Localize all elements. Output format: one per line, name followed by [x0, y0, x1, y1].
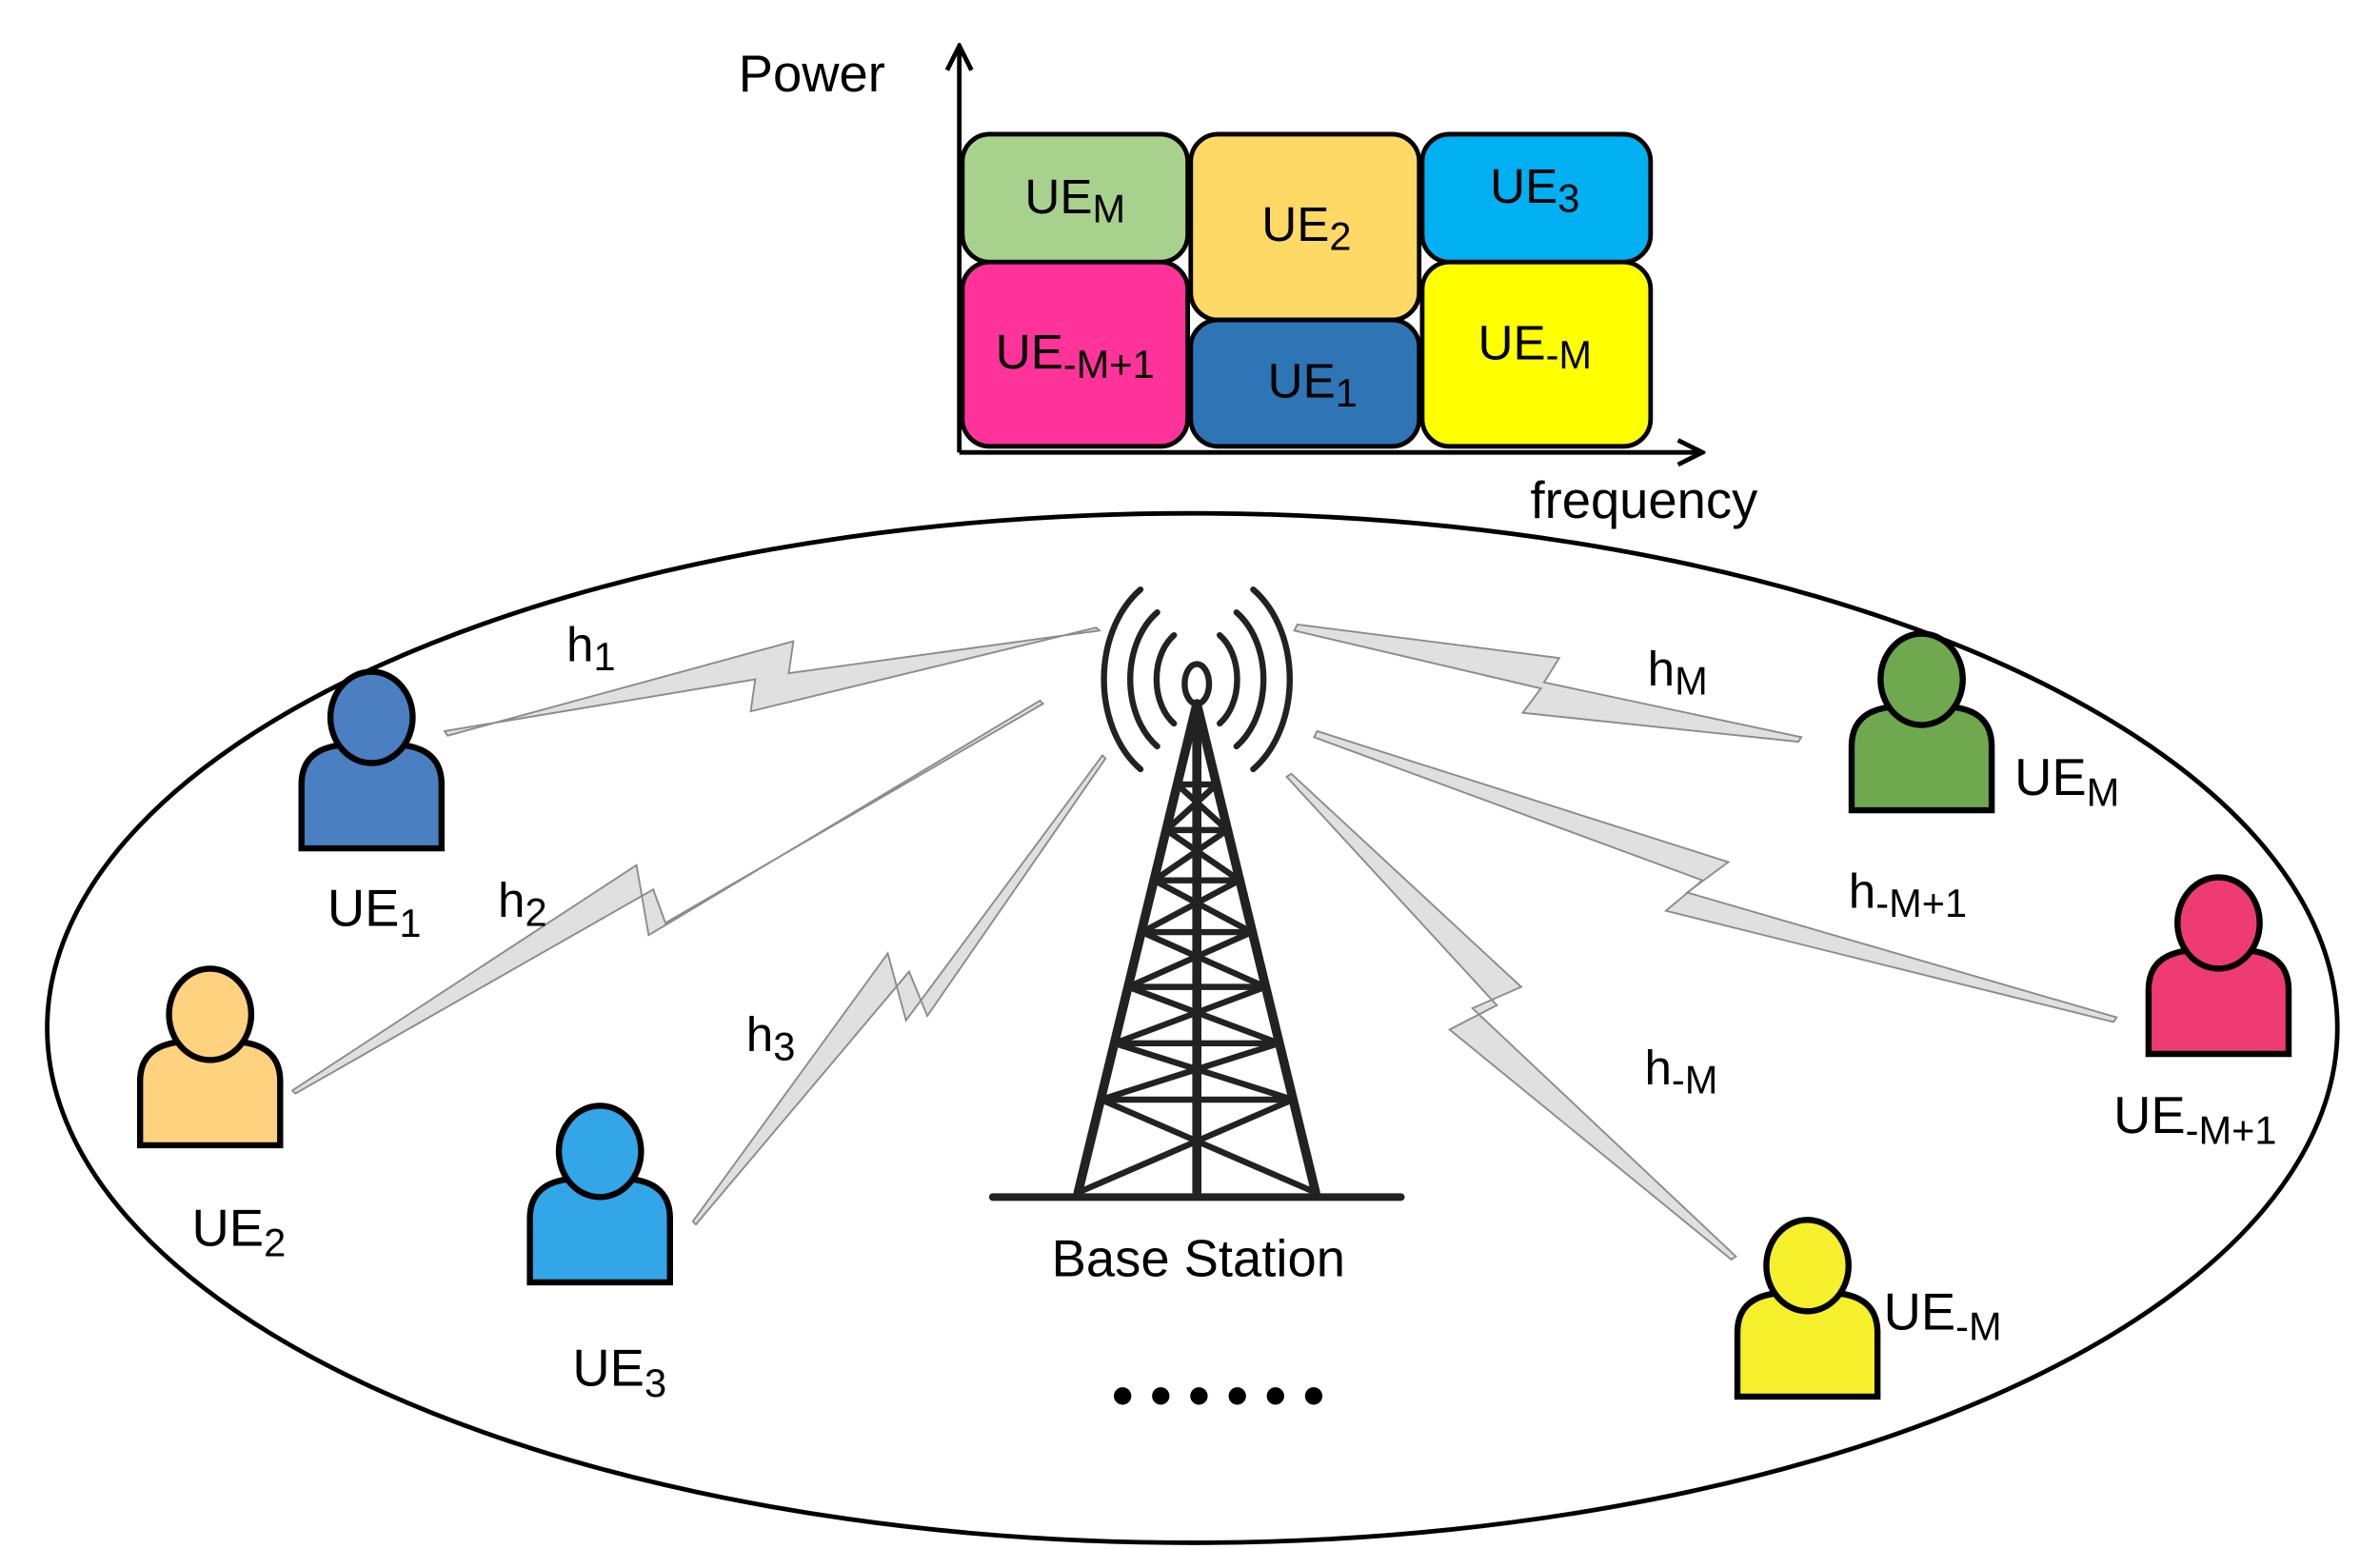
chart-block-ue-minus-m-plus-1-box: [960, 259, 1190, 449]
user-ue-3: UE3: [526, 1102, 673, 1405]
user-icon-ue-3: [526, 1102, 673, 1286]
user-label-ue-minus-m: UE-M: [1884, 1283, 2002, 1349]
user-label-ue-minus-m-plus-1: UE-M+1: [2113, 1086, 2276, 1152]
chart-block-ue-3: UE3: [1419, 131, 1654, 265]
user-label-ue-2: UE2: [192, 1200, 287, 1265]
chart-block-ue-minus-m-plus-1-label: UE-M+1: [996, 325, 1155, 387]
base-station-label: Base Station: [1052, 1230, 1345, 1288]
user-ue-1: UE1: [298, 668, 446, 945]
base-station-tower-icon: [988, 586, 1405, 1201]
chart-block-ue-1: UE1: [1188, 317, 1422, 449]
chart-block-ue-minus-m-plus-1: UE-M+1: [960, 259, 1190, 449]
user-icon-ue-m: [1848, 630, 1995, 814]
chart-block-ue-minus-m-box: [1419, 259, 1654, 449]
channel-link-ue-minus-m-plus-1: [1313, 729, 2118, 1023]
user-ue-minus-m: UE-M: [1734, 1217, 2002, 1400]
channel-link-ue-1: [443, 626, 1101, 737]
channel-link-ue-3: [691, 754, 1107, 1226]
channel-link-ue-m: [1293, 623, 1803, 744]
channel-label-h-minus-m: h-M: [1644, 1041, 1717, 1102]
channel-label-h-3: h3: [746, 1007, 796, 1069]
power-axis-label: Power: [739, 45, 885, 103]
chart-block-ue-1-label: UE1: [1268, 354, 1358, 416]
frequency-axis-label: frequency: [1530, 471, 1758, 529]
user-icon-ue-minus-m-plus-1: [2145, 874, 2292, 1058]
chart-block-ue-m: UEM: [960, 131, 1190, 265]
channel-link-ue-minus-m: [1285, 772, 1737, 1261]
signal-waves-icon: [1101, 586, 1293, 773]
channel-label-h-m: hM: [1648, 642, 1708, 704]
channel-link-ue-2: [290, 699, 1045, 1095]
more-users-ellipsis: • • • • • •: [1112, 1361, 1324, 1430]
channel-links: [290, 623, 2118, 1261]
chart-block-ue-m-label: UEM: [1024, 169, 1125, 231]
chart-block-ue-2: UE2: [1188, 131, 1422, 323]
user-ue-m: UEM: [1848, 630, 2119, 814]
user-icon-ue-1: [298, 668, 446, 852]
chart-block-ue-2-label: UE2: [1261, 197, 1351, 259]
user-label-ue-3: UE3: [572, 1340, 666, 1405]
channel-label-h-2: h2: [498, 873, 547, 935]
user-label-ue-m: UEM: [2014, 748, 2119, 814]
channel-label-h-1: h1: [566, 617, 616, 679]
power-frequency-chart: Power frequency UEM UE-M+1 UE2 UE1 UE3 U…: [739, 45, 1758, 529]
user-label-ue-1: UE1: [327, 880, 422, 945]
user-icon-ue-minus-m: [1734, 1217, 1881, 1400]
chart-block-ue-3-label: UE3: [1490, 159, 1579, 221]
user-ue-2: UE2: [136, 965, 287, 1265]
chart-block-ue-minus-m: UE-M: [1419, 259, 1654, 449]
user-icon-ue-2: [136, 965, 284, 1149]
cell-coverage-ellipse: [45, 510, 2340, 1545]
chart-block-ue-minus-m-label: UE-M: [1478, 316, 1592, 378]
chart-block-ue-1-box: [1188, 317, 1422, 449]
user-ue-minus-m-plus-1: UE-M+1: [2113, 874, 2292, 1152]
channel-label-h-minus-m-plus-1: h-M+1: [1849, 864, 1967, 925]
